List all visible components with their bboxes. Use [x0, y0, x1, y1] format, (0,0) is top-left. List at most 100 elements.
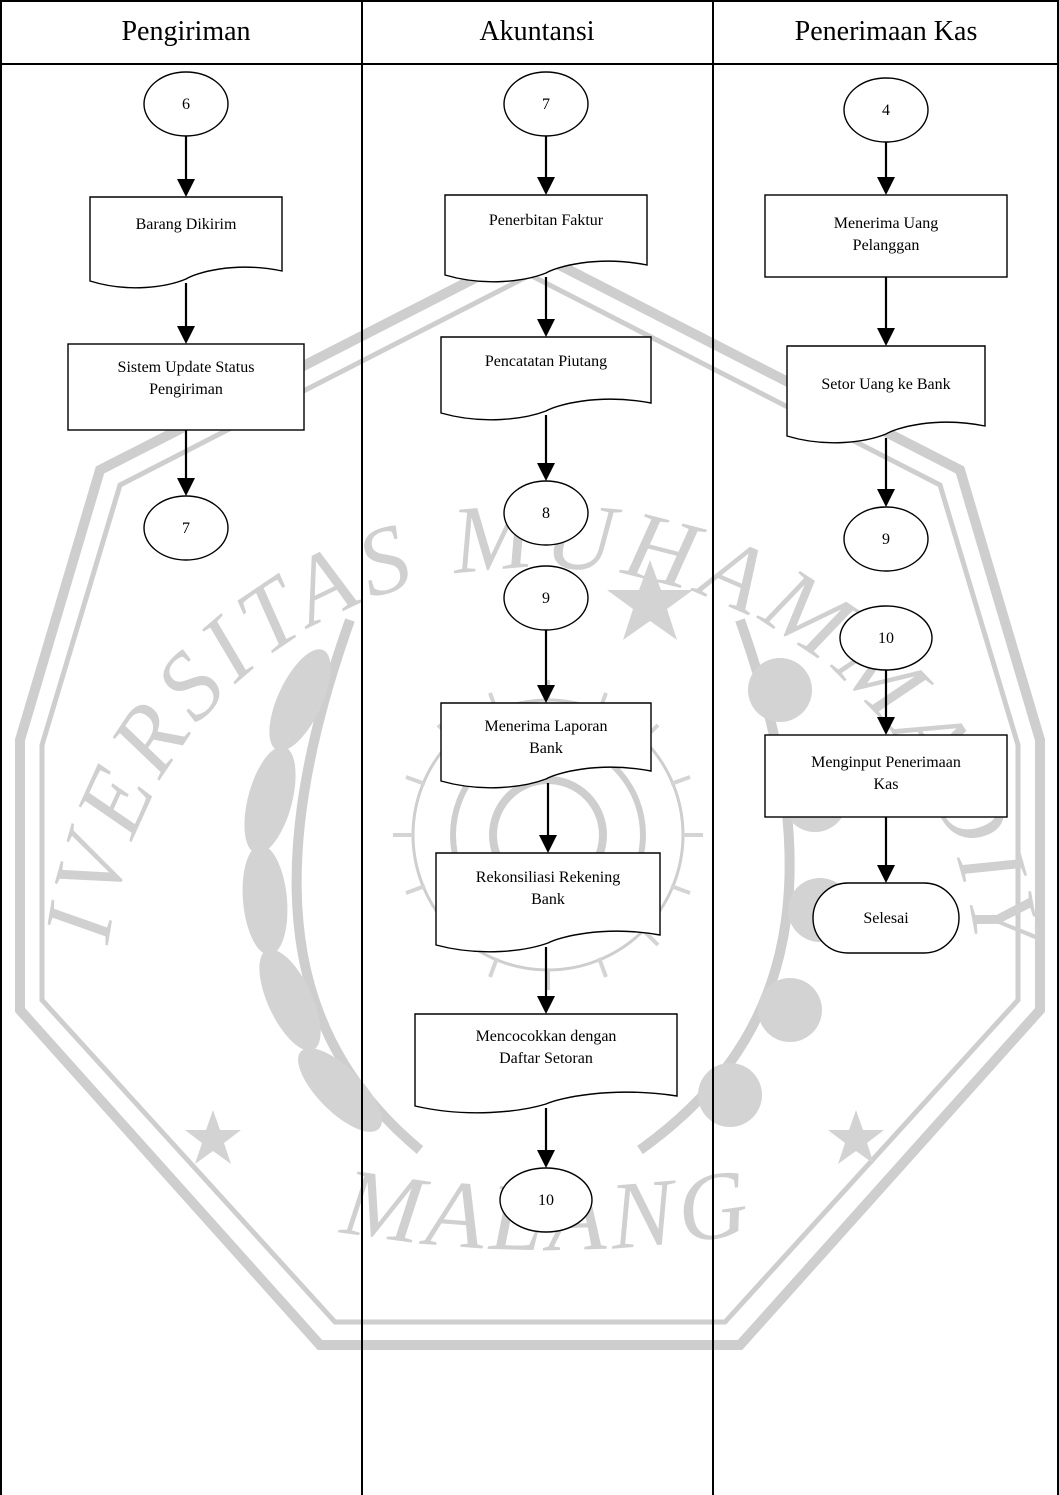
arrowhead [537, 685, 555, 703]
node-k-selesai: Selesai [812, 882, 960, 954]
arrowhead [177, 326, 195, 344]
star-top [607, 560, 693, 640]
node-label: 7 [542, 96, 550, 113]
node-a-c9: 9 [503, 565, 589, 631]
node-label: Setor Uang ke Bank [821, 376, 950, 393]
connector-circle [503, 480, 589, 546]
lane-header-pengiriman: Pengiriman [121, 16, 250, 47]
connector-circle [843, 506, 929, 572]
leaf-branch-left [242, 618, 424, 1154]
node-label: Selesai [863, 910, 909, 927]
node-a-piutang: Pencatatan Piutang [440, 336, 652, 421]
connector-circle [143, 71, 229, 137]
document-shape [435, 852, 661, 953]
lane-header-penerimaan-kas: Penerimaan Kas [795, 16, 978, 47]
node-label: 10 [538, 1192, 554, 1209]
document-shape [786, 345, 986, 444]
arrowhead [877, 489, 895, 507]
arrow-a-c7-to-a-faktur [537, 136, 555, 195]
node-label: Penerbitan Faktur [489, 212, 604, 229]
node-label: Pencatatan Piutang [485, 353, 607, 370]
node-p-c7: 7 [143, 495, 229, 561]
node-label: 10 [878, 630, 894, 647]
document-shape [444, 194, 648, 283]
document-shape [89, 196, 283, 289]
node-label: 9 [882, 531, 890, 548]
arrowhead [537, 319, 555, 337]
document-shape [440, 702, 652, 789]
arrow-a-laporan-to-a-rekon [539, 783, 557, 853]
node-a-faktur: Penerbitan Faktur [444, 194, 648, 283]
flow-arrows [177, 136, 895, 1168]
connector-circle [143, 495, 229, 561]
connector-circle [843, 77, 929, 143]
terminator-shape [812, 882, 960, 954]
arrowhead [537, 177, 555, 195]
arrowhead [877, 865, 895, 883]
arrow-a-c9-to-a-laporan [537, 630, 555, 703]
connector-circle [839, 605, 933, 671]
arrowhead [877, 717, 895, 735]
node-a-c7: 7 [503, 71, 589, 137]
node-k-c9: 9 [843, 506, 929, 572]
arrowhead [177, 478, 195, 496]
arrowhead [539, 835, 557, 853]
process-box [764, 194, 1008, 278]
document-shape [440, 336, 652, 421]
node-k-c4: 4 [843, 77, 929, 143]
process-box [67, 343, 305, 431]
document-shape [414, 1013, 678, 1114]
node-p-barang: Barang Dikirim [89, 196, 283, 289]
lane-header-akuntansi: Akuntansi [479, 16, 594, 47]
arrow-k-c10-to-k-input [877, 670, 895, 735]
arrow-k-terima-to-k-setor [877, 277, 895, 346]
node-label: 7 [182, 520, 190, 537]
node-k-setor: Setor Uang ke Bank [786, 345, 986, 444]
arrow-p-update-to-p-c7 [177, 430, 195, 496]
arrow-a-piutang-to-a-c8 [537, 415, 555, 481]
star-right [828, 1110, 884, 1164]
connector-circle [503, 71, 589, 137]
connector-circle [503, 565, 589, 631]
arrowhead [877, 328, 895, 346]
arrow-p-c6-to-p-barang [177, 136, 195, 197]
node-a-c10: 10 [499, 1167, 593, 1233]
process-box [764, 734, 1008, 818]
node-label: Barang Dikirim [136, 216, 237, 233]
node-k-c10: 10 [839, 605, 933, 671]
arrowhead [537, 996, 555, 1014]
arrowhead [537, 463, 555, 481]
arrow-a-cocok-to-a-c10 [537, 1108, 555, 1168]
arrow-a-rekon-to-a-cocok [537, 947, 555, 1014]
arrow-k-c4-to-k-terima [877, 142, 895, 195]
arrow-a-faktur-to-a-piutang [537, 277, 555, 337]
node-p-c6: 6 [143, 71, 229, 137]
arrow-p-barang-to-p-update [177, 283, 195, 344]
arrowhead [537, 1150, 555, 1168]
star-left [185, 1110, 241, 1164]
arrowhead [177, 179, 195, 197]
connector-circle [499, 1167, 593, 1233]
node-label: 9 [542, 590, 550, 607]
node-label: 4 [882, 102, 890, 119]
node-a-c8: 8 [503, 480, 589, 546]
node-label: 8 [542, 505, 550, 522]
arrow-k-input-to-k-selesai [877, 817, 895, 883]
node-label: 6 [182, 96, 190, 113]
arrowhead [877, 177, 895, 195]
